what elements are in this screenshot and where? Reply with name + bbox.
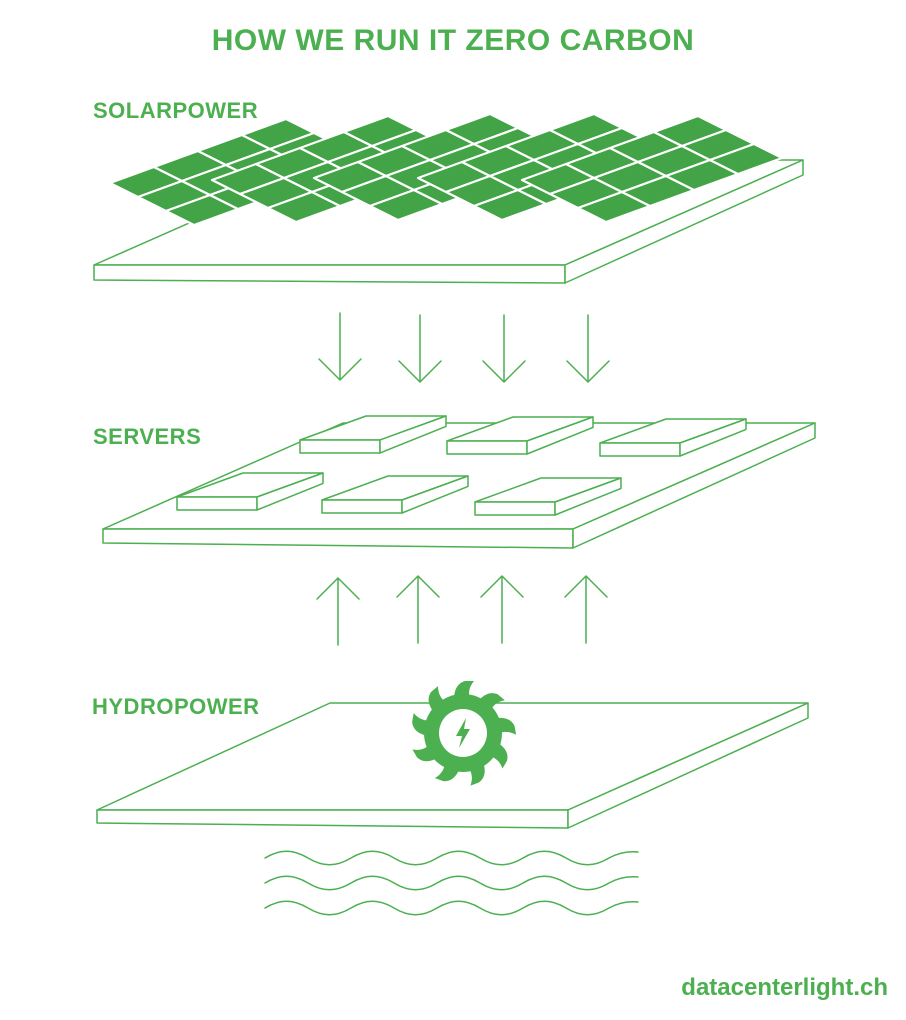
server-unit [474,477,622,516]
server-unit [176,472,324,511]
website-link[interactable]: datacenterlight.ch [681,974,888,1001]
arrow-down-icon [482,314,526,383]
arrow-up-icon [564,575,608,644]
server-unit [321,475,469,514]
server-unit [599,418,747,457]
server-unit [446,416,594,455]
server-units [176,415,747,516]
page-title: HOW WE RUN IT ZERO CARBON [211,24,695,57]
arrow-up-icon [316,577,360,646]
arrow-down-icon [318,312,362,381]
server-unit [299,415,447,454]
arrows-solar-to-servers [318,312,610,383]
lightning-bolt-icon [456,718,470,748]
arrows-hydro-to-servers [316,575,608,646]
server-rack-icon [102,415,816,549]
arrow-up-icon [480,575,524,644]
label-solarpower: SOLARPOWER [93,98,259,123]
water-wheel-icon [412,681,517,786]
label-servers: SERVERS [93,424,202,449]
arrow-down-icon [398,314,442,383]
solar-panel-icon [93,112,804,284]
solar-cell [708,142,784,176]
solar-cells [108,112,784,227]
water-waves-icon [264,850,639,916]
label-hydropower: HYDROPOWER [92,694,260,719]
arrow-down-icon [566,314,610,383]
arrow-up-icon [396,575,440,644]
